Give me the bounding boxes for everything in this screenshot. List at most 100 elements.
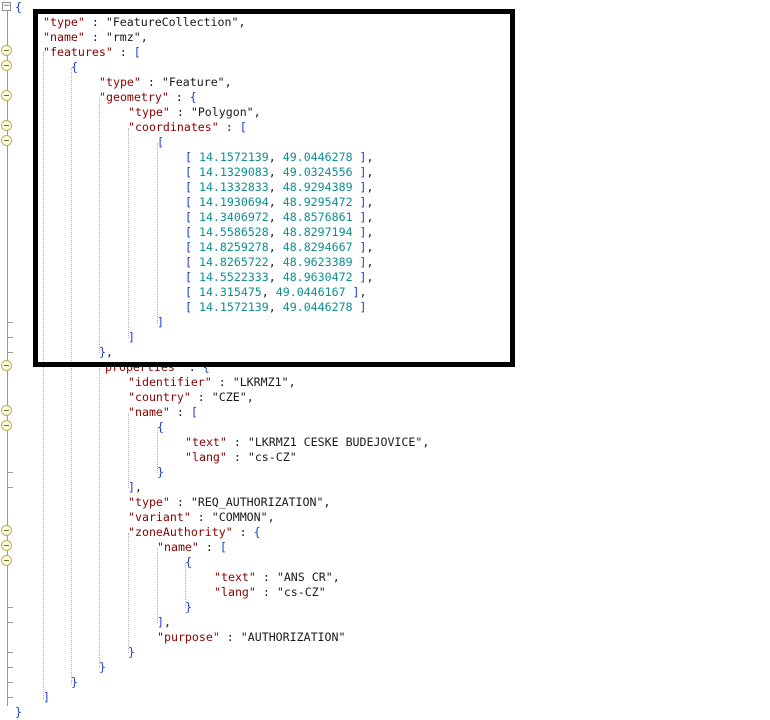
coordinate-row: [ 14.1572139, 49.0446278 ], (185, 150, 374, 164)
json-value: "LKRMZ1 CESKE BUDEJOVICE" (247, 435, 423, 449)
json-value: "cs-CZ" (276, 585, 326, 599)
json-key: "type" (99, 75, 141, 89)
indent-guide (157, 548, 159, 623)
json-key: "name" (43, 30, 85, 44)
code-line: "geometry" : { (99, 90, 197, 104)
code-line: ] (128, 330, 135, 344)
coordinate-row: [ 14.5586528, 48.8297194 ], (185, 225, 374, 239)
json-key: "features" (43, 45, 113, 59)
json-key: "text" (185, 435, 227, 449)
code-line: "type" : "FeatureCollection", (43, 15, 246, 29)
code-line: "type" : "Polygon", (128, 105, 261, 119)
coordinate-row: [ 14.315475, 49.0446167 ], (185, 285, 367, 299)
code-line: "text" : "ANS CR", (214, 570, 340, 584)
indent-guide (99, 98, 101, 353)
latitude-value: 48.9294389 (282, 180, 353, 194)
fold-end-tick (7, 352, 13, 353)
collapse-za-name-object-icon[interactable] (1, 555, 12, 566)
json-value: "cs-CZ" (247, 450, 297, 464)
code-line: "name" : [ (128, 405, 198, 419)
json-value: "Polygon" (190, 105, 254, 119)
indent-guide (43, 52, 45, 700)
json-key: "text" (214, 570, 256, 584)
code-line: ] (157, 315, 164, 329)
indent-guide (157, 428, 159, 473)
longitude-value: 14.5522333 (198, 270, 269, 284)
coordinate-row: [ 14.3406972, 48.8576861 ], (185, 210, 374, 224)
collapse-properties-icon[interactable] (1, 360, 12, 371)
code-line: { (157, 420, 164, 434)
code-line: "identifier" : "LKRMZ1", (128, 375, 296, 389)
latitude-value: 49.0446278 (282, 150, 353, 164)
fold-end-tick (7, 652, 13, 653)
code-line: } (185, 600, 192, 614)
latitude-value: 48.9630472 (282, 270, 353, 284)
indent-guide (185, 563, 187, 608)
code-line: } (157, 465, 164, 479)
longitude-value: 14.8259278 (198, 240, 269, 254)
code-line: "lang" : "cs-CZ" (214, 585, 326, 599)
json-key: "lang" (185, 450, 227, 464)
fold-gutter: − (0, 0, 15, 712)
json-key: "type" (43, 15, 85, 29)
collapse-name-object-icon[interactable] (1, 420, 12, 431)
code-line: "features" : [ (43, 45, 141, 59)
brace: { (15, 0, 22, 14)
coordinate-row: [ 14.1572139, 49.0446278 ] (185, 300, 367, 314)
collapse-za-name-icon[interactable] (1, 540, 12, 551)
json-value: "ANS CR" (276, 570, 333, 584)
longitude-value: 14.1332833 (198, 180, 269, 194)
indent-guide (128, 413, 130, 488)
latitude-value: 49.0446278 (282, 300, 353, 314)
code-line: "zoneAuthority" : { (128, 525, 261, 539)
code-line: ], (157, 615, 171, 629)
code-line: "purpose" : "AUTHORIZATION" (157, 630, 346, 644)
collapse-geometry-icon[interactable] (1, 90, 12, 101)
fold-end-tick (7, 622, 13, 623)
code-line: { (71, 60, 78, 74)
code-line: } (71, 675, 78, 689)
json-key: "identifier" (128, 375, 212, 389)
coordinate-row: [ 14.8259278, 48.8294667 ], (185, 240, 374, 254)
latitude-value: 48.8294667 (282, 240, 353, 254)
collapse-name-icon[interactable] (1, 405, 12, 416)
code-line: "type" : "REQ_AUTHORIZATION", (128, 495, 331, 509)
json-editor[interactable]: { "type" : "FeatureCollection", "name" :… (15, 0, 770, 719)
coordinate-row: [ 14.8265722, 48.9623389 ], (185, 255, 374, 269)
fold-end-tick (7, 337, 13, 338)
json-key: "lang" (214, 585, 256, 599)
latitude-value: 49.0324556 (282, 165, 353, 179)
indent-guide (157, 143, 159, 323)
fold-line (7, 6, 8, 706)
code-line: "variant" : "COMMON", (128, 510, 275, 524)
json-value: "AUTHORIZATION" (240, 630, 346, 644)
coordinate-row: [ 14.1329083, 49.0324556 ], (185, 165, 374, 179)
latitude-value: 49.0446167 (275, 285, 346, 299)
fold-end-tick (7, 682, 13, 683)
code-line: { (15, 0, 22, 15)
json-value: "rmz" (105, 30, 141, 44)
longitude-value: 14.1572139 (198, 150, 269, 164)
code-line: "text" : "LKRMZ1 CESKE BUDEJOVICE", (185, 435, 430, 449)
collapse-root-icon[interactable]: − (2, 1, 11, 11)
json-key: "coordinates" (128, 120, 219, 134)
fold-end-tick (7, 607, 13, 608)
indent-guide (128, 128, 130, 338)
collapse-feature-icon[interactable] (1, 60, 12, 71)
latitude-value: 48.9623389 (282, 255, 353, 269)
code-line: [ (157, 135, 164, 149)
fold-end-tick (7, 322, 13, 323)
json-key: "purpose" (157, 630, 220, 644)
fold-end-tick (7, 472, 13, 473)
fold-end-tick (7, 667, 13, 668)
json-key: "geometry" (99, 90, 169, 104)
json-key: "name" (128, 405, 170, 419)
code-line: ] (43, 690, 50, 704)
longitude-value: 14.1930694 (198, 195, 269, 209)
collapse-features-icon[interactable] (1, 45, 12, 56)
collapse-zone-authority-icon[interactable] (1, 525, 12, 536)
collapse-coordinates-icon[interactable] (1, 120, 12, 131)
longitude-value: 14.3406972 (198, 210, 269, 224)
longitude-value: 14.8265722 (198, 255, 269, 269)
collapse-coordinates-array-icon[interactable] (1, 135, 12, 146)
